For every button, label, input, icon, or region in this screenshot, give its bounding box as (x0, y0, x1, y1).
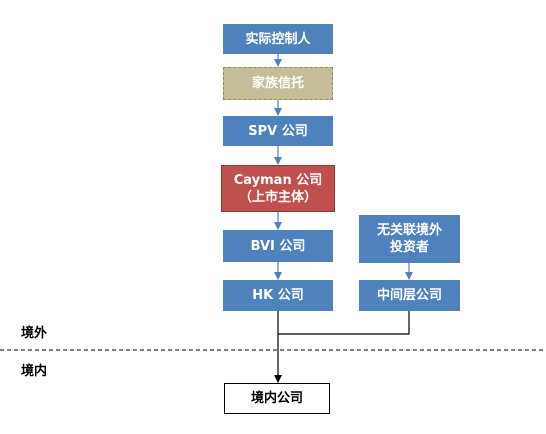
unrelated-foreign-investor-box: 无关联境外 投资者 (359, 215, 460, 263)
bvi-company-box: BVI 公司 (223, 230, 333, 262)
actual-controller-box: 实际控制人 (223, 24, 333, 54)
listing-entity-label: （上市主体） (238, 189, 317, 205)
onshore-region-label: 境内 (21, 364, 48, 379)
bvi-company-label: BVI 公司 (250, 238, 306, 254)
hk-company-box: HK 公司 (223, 280, 333, 311)
family-trust-box: 家族信托 (223, 67, 333, 100)
connector-intermediate-merge (278, 311, 410, 335)
offshore-region-label: 境外 (21, 326, 48, 341)
cayman-company-label: Cayman 公司 (233, 172, 323, 188)
domestic-company-box: 境内公司 (224, 383, 330, 414)
actual-controller-label: 实际控制人 (245, 31, 311, 47)
investor-label: 投资者 (389, 240, 429, 255)
intermediate-company-box: 中间层公司 (359, 280, 460, 311)
hk-company-label: HK 公司 (252, 288, 304, 303)
spv-company-label: SPV 公司 (248, 123, 308, 139)
unrelated-foreign-investor-label: 无关联境外 (376, 223, 442, 238)
cayman-company-box: Cayman 公司 （上市主体） (221, 165, 335, 212)
intermediate-company-label: 中间层公司 (376, 288, 442, 303)
family-trust-label: 家族信托 (251, 76, 304, 91)
spv-company-box: SPV 公司 (223, 116, 333, 146)
domestic-company-label: 境内公司 (250, 391, 303, 406)
